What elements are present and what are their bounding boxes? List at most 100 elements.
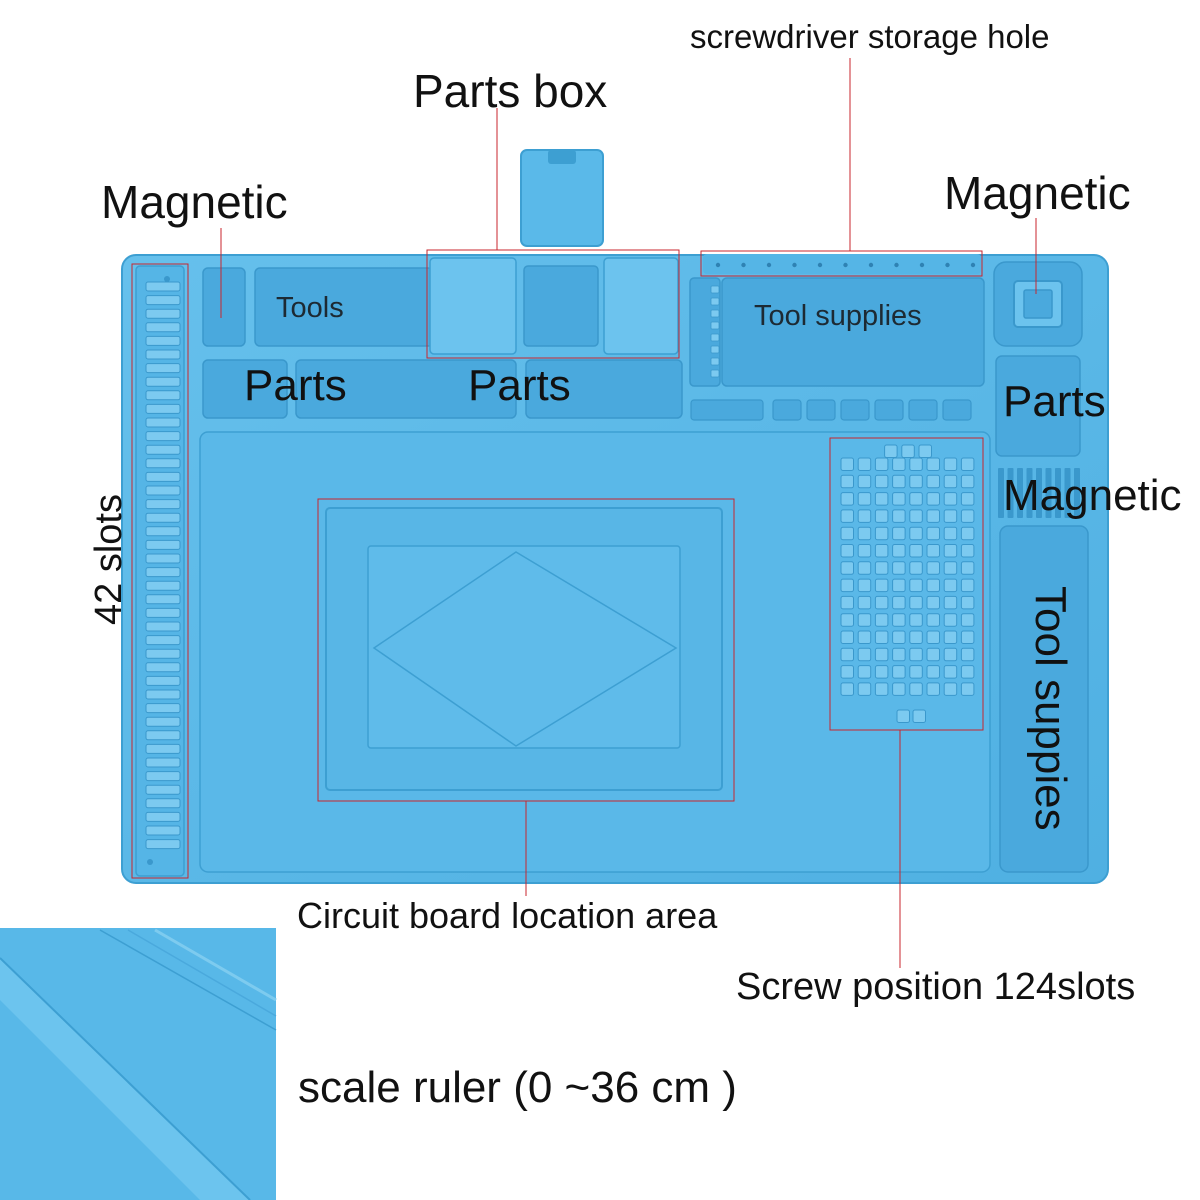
ruler-slot [145, 363, 181, 374]
ruler-slot [145, 431, 181, 442]
mat-label-parts-2: Parts [468, 361, 571, 410]
ruler-slot [145, 662, 181, 673]
screw-slot [857, 595, 872, 610]
screw-slot [909, 561, 923, 575]
ruler-dot [164, 276, 170, 282]
screw-slot [943, 474, 958, 489]
parts-box-center [523, 265, 599, 347]
screw-slot [926, 544, 940, 558]
screw-slot [840, 578, 854, 593]
screw-slot [840, 561, 854, 575]
screw-slot [960, 665, 975, 679]
tool-supplies-side-slots [710, 285, 720, 378]
ruler-slot [145, 485, 181, 496]
screw-slot [840, 595, 854, 610]
magnetic-rib [1036, 468, 1042, 518]
label-42-slots: 42 slots [88, 494, 130, 625]
screw-slot [874, 630, 889, 644]
screw-slot [840, 665, 854, 679]
screw-slot [912, 709, 926, 723]
side-slot [710, 369, 720, 378]
screwdriver-hole [843, 262, 848, 268]
screwdriver-hole [919, 262, 925, 268]
screw-slot [840, 647, 854, 662]
screw-slot [943, 613, 958, 627]
screw-slot [874, 561, 889, 575]
small-compartment [806, 399, 836, 421]
screwdriver-hole-strip [703, 254, 981, 274]
label-magnetic-right: Magnetic [1003, 471, 1182, 520]
parts-box-left [429, 257, 517, 355]
label-screw-position: Screw position 124slots [736, 966, 1136, 1008]
screw-slot [943, 630, 958, 644]
ruler-slot [145, 743, 181, 754]
circuit-board-inner [367, 545, 681, 749]
callout-box-parts-box [426, 249, 680, 359]
ruler-slot [145, 444, 181, 455]
ruler-slot [145, 580, 181, 591]
screw-slot [874, 492, 889, 506]
ruler-slot [145, 417, 181, 428]
screwdriver-hole [894, 262, 899, 268]
screw-slot [874, 595, 889, 610]
screw-slot [926, 665, 940, 679]
screw-slot [874, 509, 889, 523]
parts-box-lid [520, 149, 604, 247]
screw-slot [909, 665, 923, 679]
label-magnetic-top-left: Magnetic [101, 176, 288, 228]
screw-slot [857, 509, 872, 523]
small-compartment [690, 399, 764, 421]
screw-slot [892, 561, 906, 575]
side-slot [710, 285, 720, 294]
screw-slot [943, 544, 958, 558]
screw-slot [926, 526, 940, 541]
parts-tray-3 [525, 359, 683, 419]
screwdriver-hole [817, 262, 823, 268]
screw-slot [960, 630, 975, 644]
callout-box-screw [829, 437, 984, 731]
ruler-slot [145, 281, 181, 292]
screwdriver-hole [715, 262, 721, 268]
tool-supplies-box [721, 277, 985, 387]
screw-slot [943, 647, 958, 662]
screw-slot [892, 595, 906, 610]
ruler-slot [145, 322, 181, 333]
screw-slot [857, 682, 872, 696]
screw-slot [840, 474, 854, 489]
parts-tray-right [995, 355, 1081, 457]
ruler-slot [145, 811, 181, 822]
ruler-closeup [0, 928, 276, 1200]
ruler-slot [145, 458, 181, 469]
screw-slot [943, 665, 958, 679]
ruler-slot [145, 784, 181, 795]
screw-slot [840, 526, 854, 541]
ruler-slot [145, 757, 181, 768]
magnetic-rib [998, 468, 1004, 518]
screw-slot [909, 578, 923, 593]
callout-box-ruler [131, 263, 189, 879]
screw-slot [909, 457, 923, 471]
screw-slot [943, 509, 958, 523]
mat-label-tool-supplies: Tool supplies [754, 300, 922, 332]
screw-slot [960, 682, 975, 696]
slots-42 [145, 276, 181, 865]
screw-slot [874, 682, 889, 696]
screw-slot [857, 492, 872, 506]
ruler-slot [145, 716, 181, 727]
label-parts-box: Parts box [413, 65, 608, 117]
magnetic-rib [1074, 468, 1080, 518]
ruler-closeup-groove-4 [127, 929, 277, 1017]
ruler-slot [145, 635, 181, 646]
screw-slot [943, 457, 958, 471]
screw-slot [896, 709, 910, 723]
screw-slot [892, 509, 906, 523]
screw-slot [943, 595, 958, 610]
ruler-closeup-groove-1 [0, 957, 251, 1200]
ruler-slot [145, 730, 181, 741]
screw-slot [857, 613, 872, 627]
screw-slot [909, 647, 923, 662]
parts-tray-1 [202, 359, 288, 419]
screw-slot [892, 492, 906, 506]
side-slot [710, 345, 720, 354]
